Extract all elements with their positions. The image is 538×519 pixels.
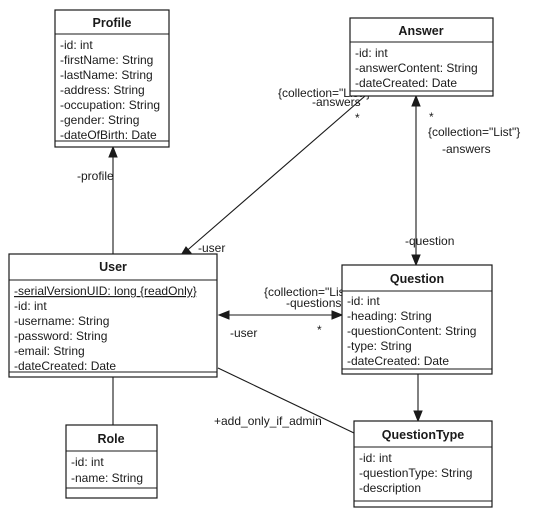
class-profile: Profile -id: int -firstName: String -las… <box>54 9 170 148</box>
attribute: -description <box>359 481 421 495</box>
class-title: User <box>99 260 127 274</box>
attribute: -dateCreated: Date <box>347 354 449 368</box>
class-title: Answer <box>398 24 443 38</box>
class-answer: Answer -id: int -answerContent: String -… <box>349 17 494 97</box>
attribute: -id: int <box>359 451 392 465</box>
arrowhead-profile <box>108 145 118 158</box>
class-question: Question -id: int -heading: String -ques… <box>341 264 493 375</box>
attribute: -dateOfBirth: Date <box>60 128 157 142</box>
attribute: -id: int <box>355 46 388 60</box>
arrowhead-user-from-question <box>217 310 230 320</box>
class-title: Role <box>97 432 124 446</box>
edge-question-answer <box>411 94 421 267</box>
class-user: User -serialVersionUID: long {readOnly} … <box>8 253 218 378</box>
class-title: QuestionType <box>382 428 464 442</box>
attribute: -occupation: String <box>60 98 160 112</box>
edge-question-questiontype <box>413 374 423 423</box>
attribute: -dateCreated: Date <box>14 359 116 373</box>
label-user-questions-mult: * <box>317 323 322 337</box>
label-user-questions-constraint: {collection="List"} <box>264 285 356 299</box>
class-title: Question <box>390 272 444 286</box>
attribute: -id: int <box>60 38 93 52</box>
label-answer-user-role: -user <box>198 241 225 255</box>
attribute: -heading: String <box>347 309 432 323</box>
attribute: -id: int <box>14 299 47 313</box>
attribute: -dateCreated: Date <box>355 76 457 90</box>
arrowhead-question-from-answer <box>411 254 421 267</box>
edge-user-profile <box>108 145 118 254</box>
label-question-answers-mult: * <box>429 110 434 124</box>
static-attribute: -serialVersionUID: long {readOnly} <box>14 284 197 298</box>
label-user-answers-role: -answers <box>312 95 361 109</box>
arrowhead-questiontype <box>413 410 423 423</box>
attribute: -id: int <box>71 455 104 469</box>
label-question-answers-role: -answers <box>442 142 491 156</box>
attribute: -username: String <box>14 314 109 328</box>
attribute: -questionContent: String <box>347 324 476 338</box>
class-role: Role -id: int -name: String <box>65 424 158 499</box>
edge-user-questiontype-admin <box>217 367 355 434</box>
attribute: -name: String <box>71 471 143 485</box>
attribute: -email: String <box>14 344 85 358</box>
attribute: -firstName: String <box>60 53 153 67</box>
label-user-answers-mult: * <box>355 111 360 125</box>
label-question-user-role: -user <box>230 326 257 340</box>
attribute: -type: String <box>347 339 412 353</box>
attribute: -answerContent: String <box>355 61 478 75</box>
label-admin-association: +add_only_if_admin <box>214 414 322 428</box>
label-profile-role: -profile <box>77 169 114 183</box>
attribute: -address: String <box>60 83 145 97</box>
class-questiontype: QuestionType -id: int -questionType: Str… <box>353 420 493 508</box>
attribute: -gender: String <box>60 113 139 127</box>
arrowhead-answer-from-question <box>411 94 421 107</box>
label-answer-question-role: -question <box>405 234 454 248</box>
class-title: Profile <box>93 16 132 30</box>
label-question-answers-constraint: {collection="List"} <box>428 125 520 139</box>
label-user-answers-constraint: {collection="List"} <box>278 86 370 100</box>
attribute: -questionType: String <box>359 466 472 480</box>
attribute: -password: String <box>14 329 107 343</box>
edge-user-question <box>217 310 344 320</box>
arrowhead-question-from-user <box>331 310 344 320</box>
label-user-questions-role: -questions <box>286 296 341 310</box>
attribute: -lastName: String <box>60 68 153 82</box>
attribute: -id: int <box>347 294 380 308</box>
